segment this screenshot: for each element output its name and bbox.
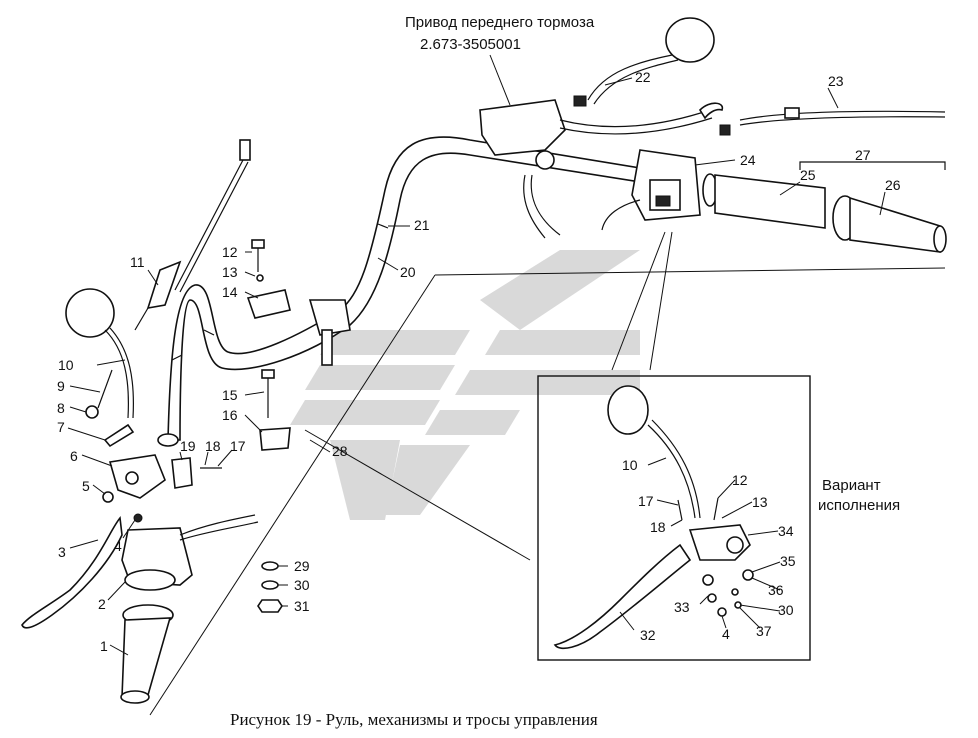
header-line2: 2.673-3505001: [420, 36, 521, 53]
lever-pivot: [133, 513, 143, 523]
callout-1: 1: [100, 638, 108, 654]
figure-caption: Рисунок 19 - Руль, механизмы и тросы упр…: [230, 710, 598, 729]
clutch-cable: [134, 139, 251, 331]
variant-inset-box: [537, 375, 811, 661]
inset-callout-12: 12: [732, 472, 748, 488]
callout-20: 20: [400, 264, 416, 280]
leader-line-inset-top2: [649, 231, 673, 371]
callout-16: 16: [222, 407, 238, 423]
leader-line-28-left: [149, 274, 436, 716]
variant-line2: исполнения: [818, 497, 900, 514]
bolt-9: [85, 369, 113, 419]
leader-line-inset: [304, 429, 531, 561]
inset-callout-10: 10: [622, 457, 638, 473]
header-line1: Привод переднего тормоза: [405, 14, 595, 31]
callout-25: 25: [800, 167, 816, 183]
inset-leaders: [619, 457, 781, 631]
callout-18: 18: [205, 438, 221, 454]
callout-leaders: [67, 54, 886, 656]
throttle-cable: [719, 107, 946, 136]
callout-21: 21: [414, 217, 430, 233]
callout-6: 6: [70, 448, 78, 464]
inset-callout-35: 35: [780, 553, 796, 569]
callout-15: 15: [222, 387, 238, 403]
callout-5: 5: [82, 478, 90, 494]
callout-14: 14: [222, 284, 238, 300]
callout-31: 31: [294, 598, 310, 614]
clamp-bolt-lower: [259, 369, 291, 451]
callout-19: 19: [180, 438, 196, 454]
front-brake-lever-top: [698, 102, 724, 120]
variant-line1: Вариант: [822, 477, 881, 494]
inset-callout-13: 13: [752, 494, 768, 510]
callout-13: 13: [222, 264, 238, 280]
callout-7: 7: [57, 419, 65, 435]
inset-callout-17: 17: [638, 493, 654, 509]
callout-10: 10: [58, 357, 74, 373]
leader-line-inset-top: [611, 231, 666, 371]
inset-callout-34: 34: [778, 523, 794, 539]
inset-callout-18: 18: [650, 519, 666, 535]
callout-27: 27: [855, 147, 871, 163]
callout-22: 22: [635, 69, 651, 85]
callout-29: 29: [294, 558, 310, 574]
callout-17: 17: [230, 438, 246, 454]
clamp-bolt-upper: [246, 239, 291, 319]
inset-callout-4: 4: [722, 626, 730, 642]
inset-callout-32: 32: [640, 627, 656, 643]
callout-2: 2: [98, 596, 106, 612]
mirror-left: [65, 288, 134, 419]
callout-30: 30: [294, 577, 310, 593]
callout-24: 24: [740, 152, 756, 168]
leader-line-28-right: [434, 267, 946, 276]
inset-callout-37: 37: [756, 623, 772, 639]
callout-28: 28: [332, 443, 348, 459]
watermark-logo: [290, 250, 640, 520]
right-switch-housing: [601, 149, 701, 231]
callout-26: 26: [885, 177, 901, 193]
front-brake-master-cylinder: [479, 99, 713, 239]
left-grip: [120, 604, 174, 704]
clutch-lever: [21, 516, 123, 629]
callout-11: 11: [130, 254, 145, 270]
callout-23: 23: [828, 73, 844, 89]
inset-callout-30: 30: [778, 602, 794, 618]
bracket-27: [799, 161, 946, 170]
throttle-grip-assembly: [702, 173, 947, 253]
mirror-right: [573, 17, 715, 107]
part-7: [103, 423, 135, 448]
clutch-lever-bracket: [102, 454, 222, 503]
inset-variant-drawing: [553, 385, 754, 649]
inset-callout-36: 36: [768, 582, 784, 598]
left-switch-housing: [121, 514, 259, 591]
callout-4: 4: [114, 538, 122, 554]
center-clamp: [308, 299, 351, 366]
callout-9: 9: [57, 378, 65, 394]
callout-12: 12: [222, 244, 238, 260]
fasteners-29-31: [257, 561, 283, 613]
callout-8: 8: [57, 400, 65, 416]
callout-3: 3: [58, 544, 66, 560]
inset-callout-33: 33: [674, 599, 690, 615]
